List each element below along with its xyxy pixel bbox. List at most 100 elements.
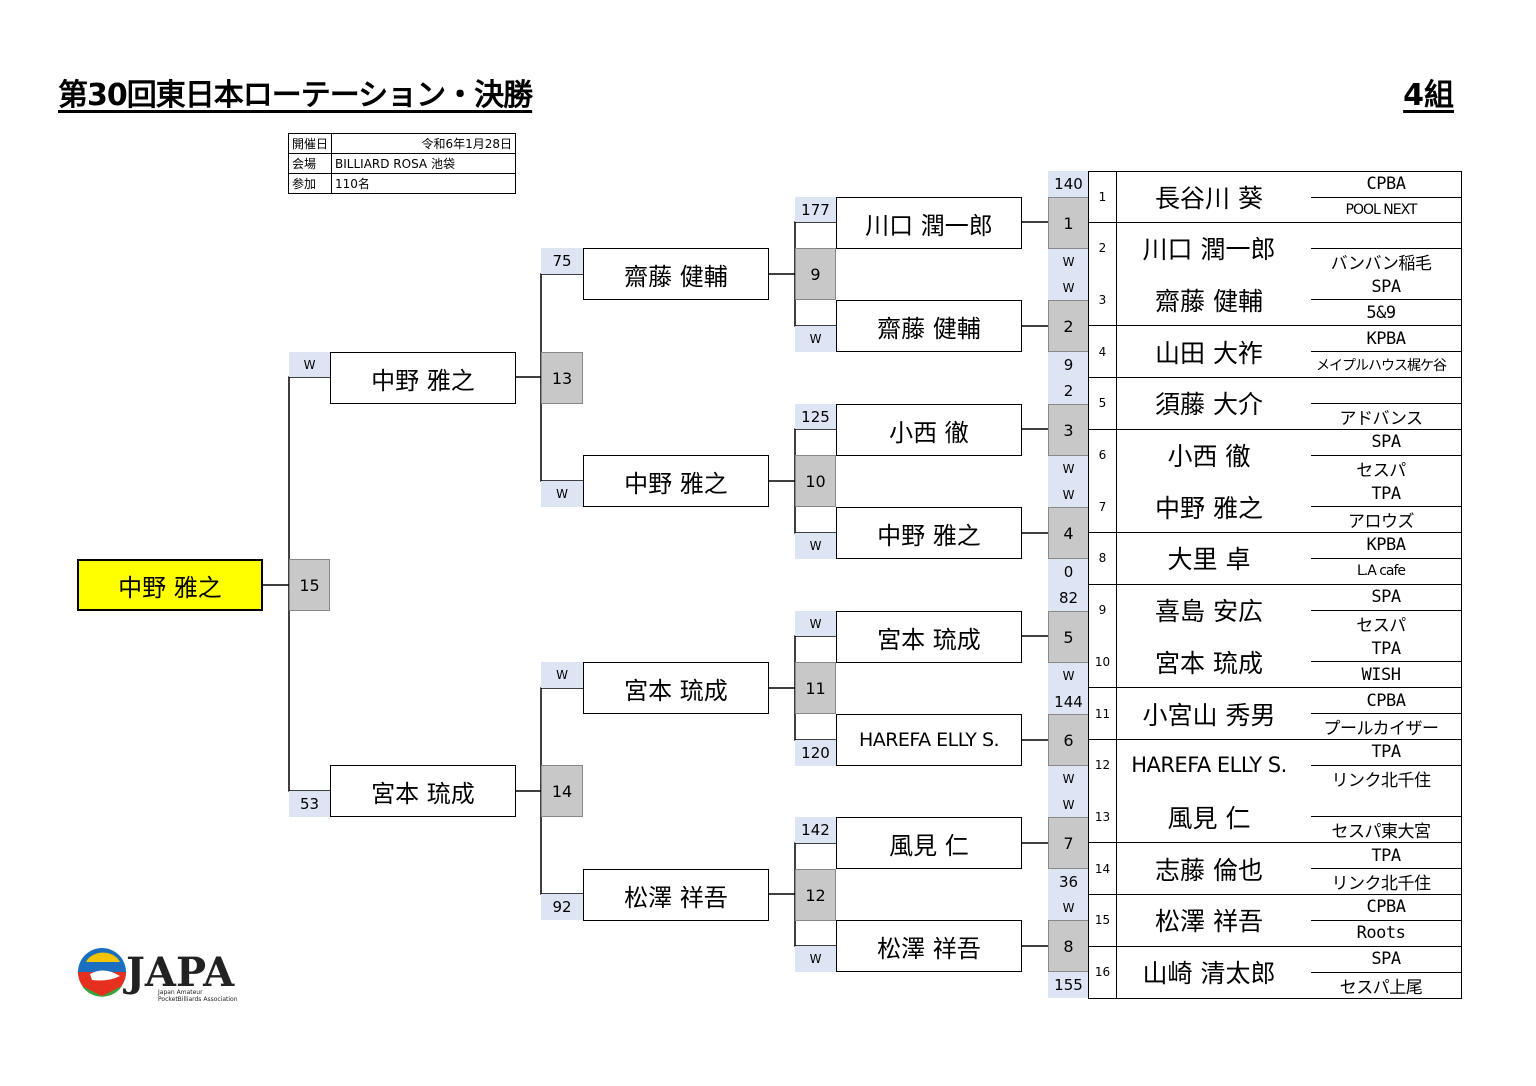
quarterfinalist-box: 松澤 祥吾 bbox=[583, 869, 769, 921]
entry-number: 15 bbox=[1089, 894, 1117, 946]
entry-number: 1 bbox=[1089, 172, 1117, 222]
entry-org: SPA bbox=[1311, 274, 1461, 301]
score-cell: W bbox=[289, 352, 330, 377]
round2-player-box: HAREFA ELLY S. bbox=[836, 714, 1022, 766]
entry-player-name: 山崎 清太郎 bbox=[1142, 959, 1276, 988]
entry-number: 14 bbox=[1089, 843, 1117, 895]
entry-org: TPA bbox=[1311, 481, 1461, 508]
entry-affiliation: アドバンス bbox=[1301, 378, 1461, 429]
entry-score-cell: W bbox=[1048, 456, 1089, 482]
entry-org: KPBA bbox=[1311, 533, 1461, 559]
entry-club: アロウズ bbox=[1348, 512, 1415, 533]
entry-affiliation: TPA アロウズ bbox=[1301, 481, 1461, 532]
entry-org: SPA bbox=[1311, 947, 1461, 973]
logo-sub-1: Japan Amateur bbox=[157, 989, 203, 996]
entry-club: プールカイザー bbox=[1323, 719, 1440, 739]
entry-player-name: 風見 仁 bbox=[1167, 803, 1251, 833]
entry-club: バンバン稲毛 bbox=[1330, 253, 1432, 274]
entry-club: リンク北千住 bbox=[1331, 874, 1432, 895]
entry-score-cell: 82 bbox=[1048, 585, 1089, 611]
round2-player-box: 風見 仁 bbox=[836, 817, 1022, 869]
entry-score-cell: W bbox=[1048, 663, 1089, 689]
entry-row: 2 川口 潤一郎バンバン稲毛 bbox=[1088, 222, 1462, 275]
info-value: 110名 bbox=[331, 173, 516, 194]
entry-number: 2 bbox=[1089, 222, 1117, 274]
champion-box: 中野 雅之 bbox=[77, 559, 263, 611]
entry-number: 13 bbox=[1089, 791, 1117, 843]
match-number: 13 bbox=[541, 352, 583, 404]
entry-org: SPA bbox=[1311, 585, 1461, 611]
logo-sub-2: PocketBilliards Association bbox=[158, 996, 238, 1003]
entry-club: リンク北千住 bbox=[1331, 770, 1432, 791]
entry-number: 5 bbox=[1089, 377, 1117, 429]
entry-org: SPA bbox=[1311, 430, 1461, 456]
entry-player-name: 志藤 倫也 bbox=[1155, 855, 1263, 885]
round2-player-box: 川口 潤一郎 bbox=[836, 197, 1022, 249]
semifinalist-box: 宮本 琉成 bbox=[330, 765, 516, 817]
match-number: 4 bbox=[1048, 507, 1089, 559]
entry-number: 12 bbox=[1089, 739, 1117, 791]
entry-club: セスパ bbox=[1356, 615, 1406, 636]
info-value: BILLIARD ROSA 池袋 bbox=[331, 153, 516, 174]
entry-score-cell: 144 bbox=[1048, 689, 1089, 714]
entry-club: 5&9 bbox=[1366, 302, 1396, 323]
entry-club: Roots bbox=[1356, 923, 1406, 944]
entry-score-cell: 0 bbox=[1048, 559, 1089, 585]
score-cell: 142 bbox=[795, 817, 836, 843]
entry-affiliation: TPA リンク北千住 bbox=[1301, 843, 1461, 894]
info-key: 参加 bbox=[287, 173, 333, 194]
entry-score-cell: W bbox=[1048, 249, 1089, 275]
score-cell: W bbox=[541, 662, 583, 688]
match-number: 7 bbox=[1048, 817, 1089, 869]
round2-player-box: 小西 徹 bbox=[836, 404, 1022, 456]
entry-affiliation: セスパ東大宮 bbox=[1301, 791, 1461, 842]
entry-org: TPA bbox=[1311, 843, 1461, 870]
score-cell: 92 bbox=[541, 894, 583, 920]
entry-club: メイプルハウス梶ケ谷 bbox=[1316, 357, 1447, 374]
match-number: 6 bbox=[1048, 714, 1089, 766]
round2-player-box: 松澤 祥吾 bbox=[836, 920, 1022, 972]
entry-player-name: 長谷川 葵 bbox=[1155, 184, 1263, 213]
score-cell: 125 bbox=[795, 404, 836, 429]
score-cell: W bbox=[795, 533, 836, 559]
group-label: 4組 bbox=[1403, 78, 1454, 113]
info-row-date: 開催日令和6年1月28日 bbox=[287, 133, 516, 154]
info-key: 開催日 bbox=[287, 133, 333, 154]
info-value: 令和6年1月28日 bbox=[331, 133, 516, 154]
quarterfinalist-box: 宮本 琉成 bbox=[583, 662, 769, 714]
score-cell: W bbox=[795, 326, 836, 352]
entry-affiliation: バンバン稲毛 bbox=[1301, 223, 1461, 274]
score-cell: W bbox=[541, 481, 583, 507]
entry-row: 14 志藤 倫也 TPA リンク北千住 bbox=[1088, 843, 1462, 896]
entry-player-name: 川口 潤一郎 bbox=[1142, 235, 1276, 265]
entry-player-name: 山田 大祚 bbox=[1155, 338, 1263, 368]
entry-player-name: 齋藤 健輔 bbox=[1155, 286, 1263, 316]
page-title: 第30回東日本ローテーション・決勝 bbox=[58, 78, 533, 113]
entry-number: 9 bbox=[1089, 584, 1117, 636]
round2-player-box: 中野 雅之 bbox=[836, 507, 1022, 559]
score-cell: 53 bbox=[289, 791, 330, 817]
entry-player-name: 小西 徹 bbox=[1167, 442, 1251, 471]
quarterfinalist-box: 齋藤 健輔 bbox=[583, 248, 769, 300]
score-cell: W bbox=[795, 611, 836, 636]
entry-row: 13 風見 仁 セスパ東大宮 bbox=[1088, 791, 1462, 844]
entry-org: CPBA bbox=[1311, 688, 1461, 714]
logo-text: JAPA bbox=[123, 949, 235, 996]
entry-player-name: HAREFA ELLY S. bbox=[1131, 753, 1287, 778]
entry-org bbox=[1311, 791, 1461, 818]
